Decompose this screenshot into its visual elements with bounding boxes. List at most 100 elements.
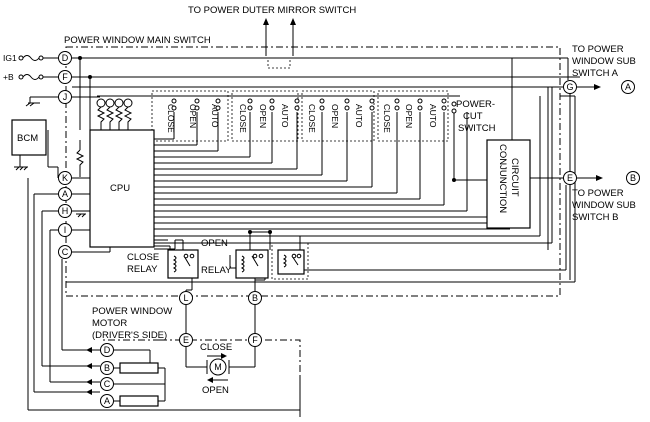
sub-switch-b-label-1: TO POWER [572,188,624,199]
svg-text:B: B [630,173,636,183]
motor-label-3: (DRIVER'S SIDE) [92,330,167,341]
svg-text:F: F [62,72,68,82]
ig1-label: IG1 [3,53,17,63]
mirror-switch-leads [263,18,296,69]
svg-text:A: A [62,189,68,199]
svg-text:J: J [63,92,68,102]
cpu-ground [76,210,90,218]
motor-label-1: POWER WINDOW [92,306,172,317]
svg-text:OPEN: OPEN [404,104,414,128]
bcm-label: BCM [17,133,38,144]
svg-text:A: A [104,396,110,406]
motor-label-2: MOTOR [92,318,127,329]
svg-text:CLOSE: CLOSE [166,104,176,133]
pin-g: G [563,80,577,94]
sub-switch-b-label-3: SWITCH B [572,212,618,223]
sub-switch-a-label-1: TO POWER [572,44,624,55]
pin-l: L [179,291,193,305]
bcm-ground [14,166,28,171]
svg-text:POWER-: POWER- [456,99,495,110]
svg-text:F: F [252,335,258,345]
power-cut-relay [271,242,309,280]
motor-open-label: OPEN [202,385,229,396]
pin-j: J [58,90,72,104]
svg-text:B: B [252,293,258,303]
switch-group-1: CLOSE OPEN AUTO [151,90,229,142]
svg-text:D: D [104,345,111,355]
svg-text:C: C [104,379,111,389]
connector-sub-a: A [621,80,635,94]
pin-e-right: E [563,171,577,185]
svg-text:D: D [62,53,69,63]
svg-text:H: H [62,206,69,216]
conjunction-circuit-box [486,139,531,229]
svg-text:K: K [62,173,68,183]
plus-b-fuse [18,74,58,80]
open-relay [235,249,269,279]
internal-wiring [27,56,603,411]
svg-text:I: I [64,225,67,235]
svg-text:AUTO: AUTO [354,104,364,128]
cpu-box [89,129,155,248]
plus-b-label: +B [3,72,14,82]
svg-text:B: B [104,363,110,373]
motor-symbol: M [209,358,227,376]
pin-a: A [58,187,72,201]
svg-text:CLOSE: CLOSE [238,104,248,133]
svg-text:OPEN: OPEN [258,104,268,128]
close-relay [167,249,199,279]
svg-text:OPEN: OPEN [188,104,198,128]
svg-text:E: E [183,335,189,345]
sub-switch-b-label-2: WINDOW SUB [572,200,636,211]
motor-pin-a: A [100,394,114,408]
svg-text:M: M [214,362,222,372]
pin-c: C [58,245,72,259]
svg-text:A: A [625,82,631,92]
svg-text:CUT: CUT [463,111,483,122]
pin-h: H [58,204,72,218]
open-relay-label-2: RELAY [201,265,232,276]
main-switch-label: POWER WINDOW MAIN SWITCH [64,35,211,46]
ig1-fuse [18,55,58,61]
svg-text:E: E [567,173,573,183]
pin-i: I [58,223,72,237]
motor-pin-d: D [100,343,114,357]
svg-text:CLOSE: CLOSE [382,104,392,133]
pin-k: K [58,171,72,185]
svg-text:G: G [566,82,573,92]
close-relay-label-1: CLOSE [127,252,159,263]
svg-text:AUTO: AUTO [280,104,290,128]
pin-f: F [58,70,72,84]
motor-pin-b: B [100,361,114,375]
motor-pin-c: C [100,377,114,391]
svg-text:CLOSE: CLOSE [307,104,317,133]
svg-text:AUTO: AUTO [428,104,438,128]
sub-switch-a-label-3: SWITCH A [572,68,619,79]
close-relay-label-2: RELAY [127,264,158,275]
bcm-box [11,119,47,156]
pin-d: D [58,51,72,65]
svg-text:OPEN: OPEN [330,104,340,128]
cpu-label: CPU [110,183,130,194]
conjunction-label-1: CONJUNCTION [497,144,508,213]
switch-group-2: CLOSE OPEN AUTO [231,90,300,142]
motor-pin-e: E [179,333,193,347]
motor-outline [100,339,301,420]
svg-text:L: L [183,293,188,303]
motor-pin-f: F [248,333,262,347]
mirror-switch-label: TO POWER DUTER MIRROR SWITCH [188,5,356,16]
sub-switch-a-label-2: WINDOW SUB [572,56,636,67]
motor-close-label: CLOSE [200,342,232,353]
svg-text:C: C [62,247,69,257]
power-cut-switch: POWER- CUT SWITCH [451,99,496,134]
svg-text:AUTO: AUTO [210,104,220,128]
ground-j [25,96,58,107]
pin-b: B [248,291,262,305]
open-relay-label-1: OPEN [201,238,228,249]
motor-wiring [185,347,256,383]
svg-text:SWITCH: SWITCH [458,123,496,134]
switch-group-3: CLOSE OPEN AUTO [301,90,375,142]
conjunction-label-2: CIRCUIT [509,158,520,197]
connector-sub-b: B [626,171,640,185]
